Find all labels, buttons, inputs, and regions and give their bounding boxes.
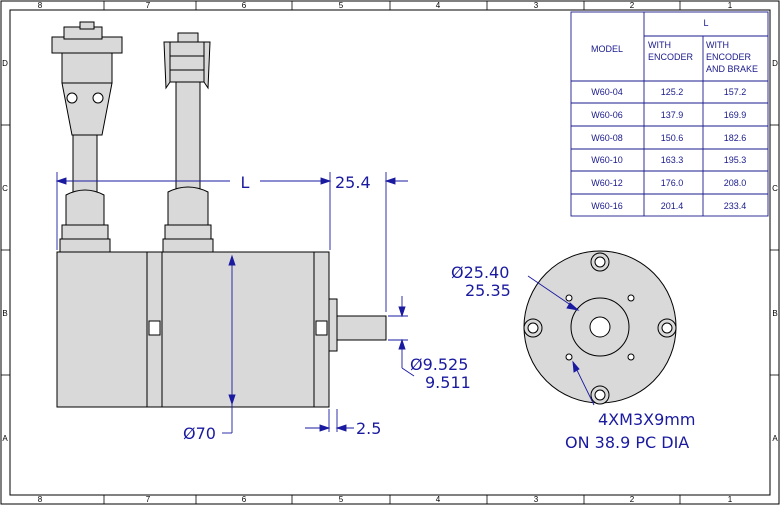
cell-encoder: 125.2: [661, 87, 684, 97]
zone-col-label: 4: [436, 495, 441, 504]
table-row: W60-12 176.0 208.0: [591, 178, 746, 188]
zone-labels-right: D C B A: [772, 59, 778, 443]
zone-col-label: 8: [38, 495, 43, 504]
cell-model: W60-16: [591, 201, 623, 211]
zone-labels-bottom: 8 7 6 5 4 3 2 1: [38, 495, 733, 504]
dim-pilot-thickness: 2.5: [356, 419, 381, 438]
cell-encoder: 201.4: [661, 201, 684, 211]
cell-encoder: 150.6: [661, 133, 684, 143]
cell-brake: 169.9: [724, 110, 747, 120]
zone-row-label: D: [772, 59, 778, 68]
zone-col-label: 7: [146, 1, 151, 10]
table-header-brake-line1: WITH: [706, 40, 729, 50]
cell-brake: 208.0: [724, 178, 747, 188]
table-header-encoder-line2: ENCODER: [648, 52, 694, 62]
dim-flange: 25.4: [335, 173, 371, 192]
zone-col-label: 2: [630, 495, 635, 504]
table-header-brake-line3: AND BRAKE: [706, 64, 758, 74]
dim-mounting-holes: 4XM3X9mm: [598, 410, 695, 429]
zone-col-label: 1: [728, 1, 733, 10]
zone-col-label: 7: [146, 495, 151, 504]
dim-shaft-dia-min: 9.511: [425, 373, 471, 392]
zone-labels-top: 8 7 6 5 4 3 2 1: [38, 1, 733, 10]
dim-shaft-dia-max: Ø9.525: [410, 355, 468, 374]
dim-pilot-dia-max: Ø25.40: [451, 263, 509, 282]
right-connector: [162, 32, 214, 253]
cell-encoder: 176.0: [661, 178, 684, 188]
zone-row-label: B: [2, 309, 7, 318]
zone-row-label: C: [772, 184, 778, 193]
zone-col-label: 4: [436, 1, 441, 10]
cell-encoder: 137.9: [661, 110, 684, 120]
zone-row-label: A: [772, 434, 778, 443]
cell-model: W60-10: [591, 155, 623, 165]
mounting-bolt: [523, 318, 543, 338]
dimension-table: [570, 11, 769, 217]
zone-col-label: 2: [630, 1, 635, 10]
zone-col-label: 3: [534, 495, 539, 504]
zone-row-label: C: [2, 184, 8, 193]
cell-brake: 157.2: [724, 87, 747, 97]
table-header-encoder-line1: WITH: [648, 40, 671, 50]
table-row: W60-04 125.2 157.2: [591, 87, 746, 97]
zone-col-label: 5: [339, 1, 344, 10]
mounting-bolt: [590, 385, 610, 405]
zone-labels-left: D C B A: [2, 59, 8, 443]
zone-col-label: 1: [728, 495, 733, 504]
cell-model: W60-08: [591, 133, 623, 143]
dimension-lines: [55, 172, 415, 434]
cell-encoder: 163.3: [661, 155, 684, 165]
mounting-bolt: [590, 252, 610, 272]
zone-col-label: 6: [242, 495, 247, 504]
table-header-brake-line2: ENCODER: [706, 52, 752, 62]
zone-row-label: D: [2, 59, 8, 68]
table-row: W60-16 201.4 233.4: [591, 201, 746, 211]
cell-brake: 233.4: [724, 201, 747, 211]
table-header-length: L: [703, 18, 708, 28]
front-view: [523, 250, 677, 404]
mounting-bolt: [657, 318, 677, 338]
zone-col-label: 6: [242, 1, 247, 10]
front-view-leaders: [527, 275, 595, 406]
table-row: W60-06 137.9 169.9: [591, 110, 746, 120]
motor-body: [56, 251, 387, 408]
zone-col-label: 5: [339, 495, 344, 504]
table-row: W60-10 163.3 195.3: [591, 155, 746, 165]
dim-body-dia: Ø70: [183, 424, 216, 443]
cell-brake: 182.6: [724, 133, 747, 143]
left-connector: [51, 21, 123, 253]
zone-row-label: B: [772, 309, 777, 318]
table-row: W60-08 150.6 182.6: [591, 133, 746, 143]
cell-brake: 195.3: [724, 155, 747, 165]
zone-row-label: A: [2, 434, 8, 443]
dim-bolt-circle: ON 38.9 PC DIA: [565, 433, 689, 452]
zone-col-label: 3: [534, 1, 539, 10]
cell-model: W60-04: [591, 87, 623, 97]
cell-model: W60-12: [591, 178, 623, 188]
cell-model: W60-06: [591, 110, 623, 120]
zone-col-label: 8: [38, 1, 43, 10]
dim-length: L: [241, 173, 250, 192]
dim-pilot-dia-min: 25.35: [465, 281, 511, 300]
table-header-model: MODEL: [591, 44, 623, 54]
